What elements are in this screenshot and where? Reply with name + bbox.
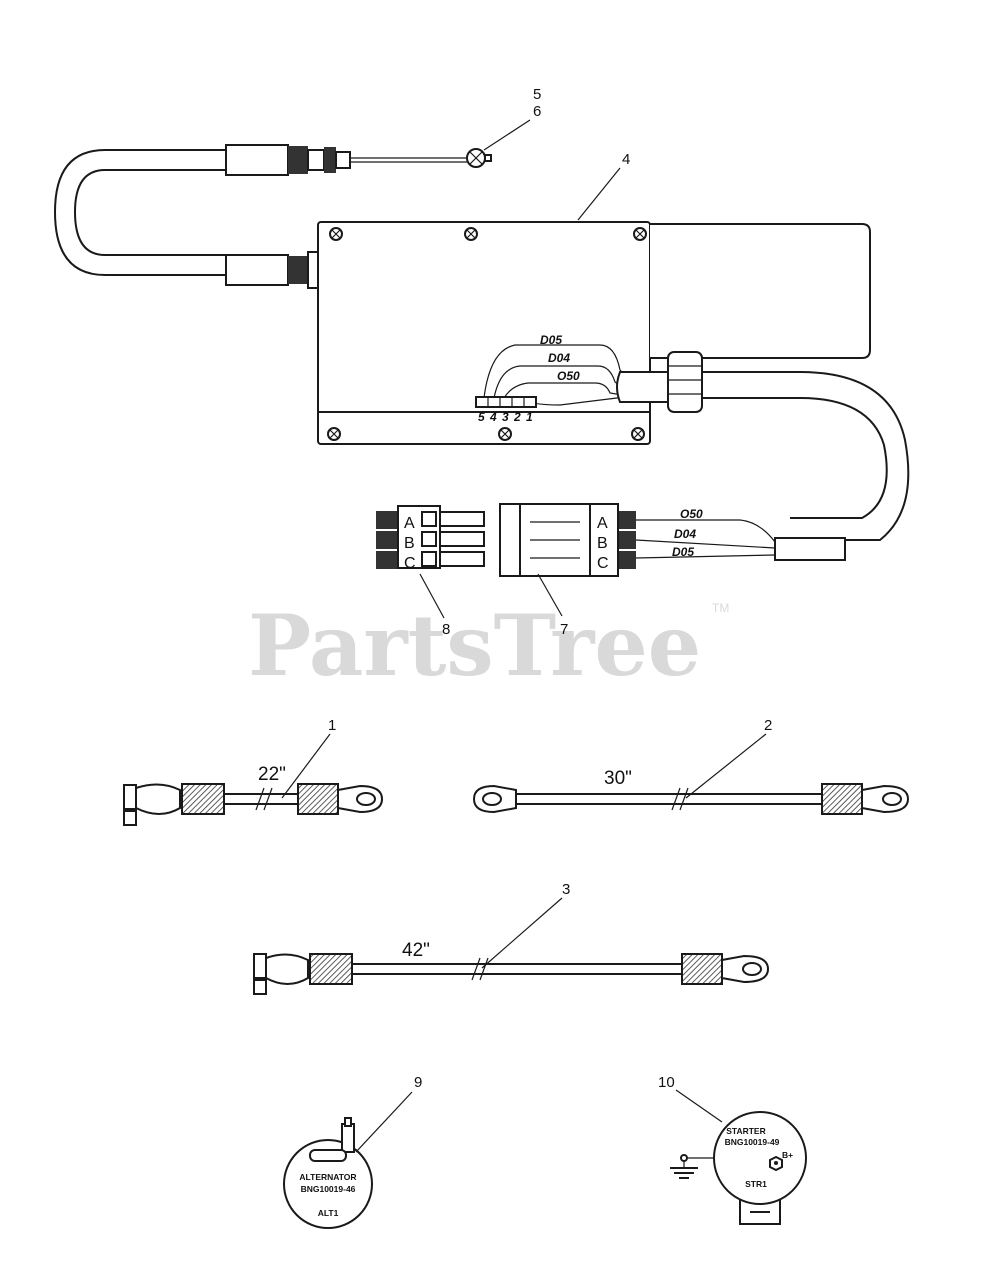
- alternator-decal: ALTERNATOR BNG10019-46 ALT1: [283, 1117, 373, 1229]
- conn7-letter-b: B: [597, 535, 608, 552]
- conn7-letter-a: A: [597, 515, 608, 532]
- conn7-letter-c: C: [597, 555, 609, 572]
- alternator-tag: ALT1: [318, 1208, 339, 1218]
- cable-3: 42": [253, 940, 770, 995]
- callout-5: 5: [533, 86, 541, 103]
- threaded-fitting-upper: [288, 146, 308, 174]
- cable-2: 30": [472, 768, 910, 815]
- connector-7: O50 D04 D05 A B C: [499, 503, 776, 577]
- cable-3-length: 42": [402, 940, 430, 961]
- conn8-letter-c: C: [404, 555, 416, 572]
- terminal-3: 3: [502, 410, 509, 424]
- box-screws: [327, 227, 647, 441]
- cable-3-boot-right: [681, 953, 723, 985]
- wire-label-o50: O50: [557, 369, 580, 383]
- cable-3-boot-left: [309, 953, 353, 985]
- callout-9: 9: [414, 1074, 422, 1091]
- terminal-2: 2: [513, 410, 521, 424]
- watermark: PartsTree TM: [248, 596, 729, 695]
- starter-part: BNG10019-49: [725, 1137, 780, 1147]
- callout-7: 7: [560, 621, 568, 638]
- conn8-letter-a: A: [404, 515, 415, 532]
- starter-terminal-label: B+: [782, 1150, 793, 1160]
- callout-6: 6: [533, 103, 541, 120]
- alternator-name: ALTERNATOR: [299, 1172, 356, 1182]
- wire-label-d05: D05: [540, 333, 562, 347]
- module-box-assembly: D05 D04 O50 5 4 3 2 1: [53, 144, 910, 561]
- terminal-5: 5: [478, 410, 485, 424]
- cable-1: 22": [123, 764, 384, 826]
- callout-1: 1: [328, 717, 336, 734]
- cable-sleeve-lower: [225, 254, 289, 286]
- callout-10: 10: [658, 1074, 675, 1091]
- conn8-letter-b: B: [404, 535, 415, 552]
- watermark-tm: TM: [712, 601, 729, 615]
- harness-sleeve: [774, 537, 846, 561]
- watermark-text: PartsTree: [248, 596, 701, 695]
- callout-3: 3: [562, 881, 570, 898]
- cable-2-length: 30": [604, 768, 632, 789]
- starter-decal: STARTER BNG10019-49 B+ STR1: [670, 1111, 807, 1225]
- cable-1-boot-left: [181, 783, 225, 815]
- terminal-1: 1: [526, 410, 533, 424]
- alternator-part: BNG10019-46: [301, 1184, 356, 1194]
- wire-label-o50-ext: O50: [680, 507, 703, 521]
- cable-gland: [667, 351, 703, 413]
- starter-tag: STR1: [745, 1179, 767, 1189]
- callout-4: 4: [622, 151, 630, 168]
- cable-1-boot-right: [297, 783, 339, 815]
- wire-label-d05-ext: D05: [672, 545, 694, 559]
- callouts: 5 6 4 8 7 1 2 3 9 10: [281, 86, 772, 1153]
- cable-2-boot: [821, 783, 863, 815]
- starter-name: STARTER: [726, 1126, 766, 1136]
- callout-2: 2: [764, 717, 772, 734]
- cable-sleeve-upper: [225, 144, 289, 176]
- terminal-4: 4: [489, 410, 497, 424]
- connector-8: A B C: [376, 505, 485, 572]
- terminal-strip: [475, 396, 537, 408]
- wire-label-d04-ext: D04: [674, 527, 696, 541]
- callout-8: 8: [442, 621, 450, 638]
- cable-1-length: 22": [258, 764, 286, 785]
- wire-label-d04: D04: [548, 351, 570, 365]
